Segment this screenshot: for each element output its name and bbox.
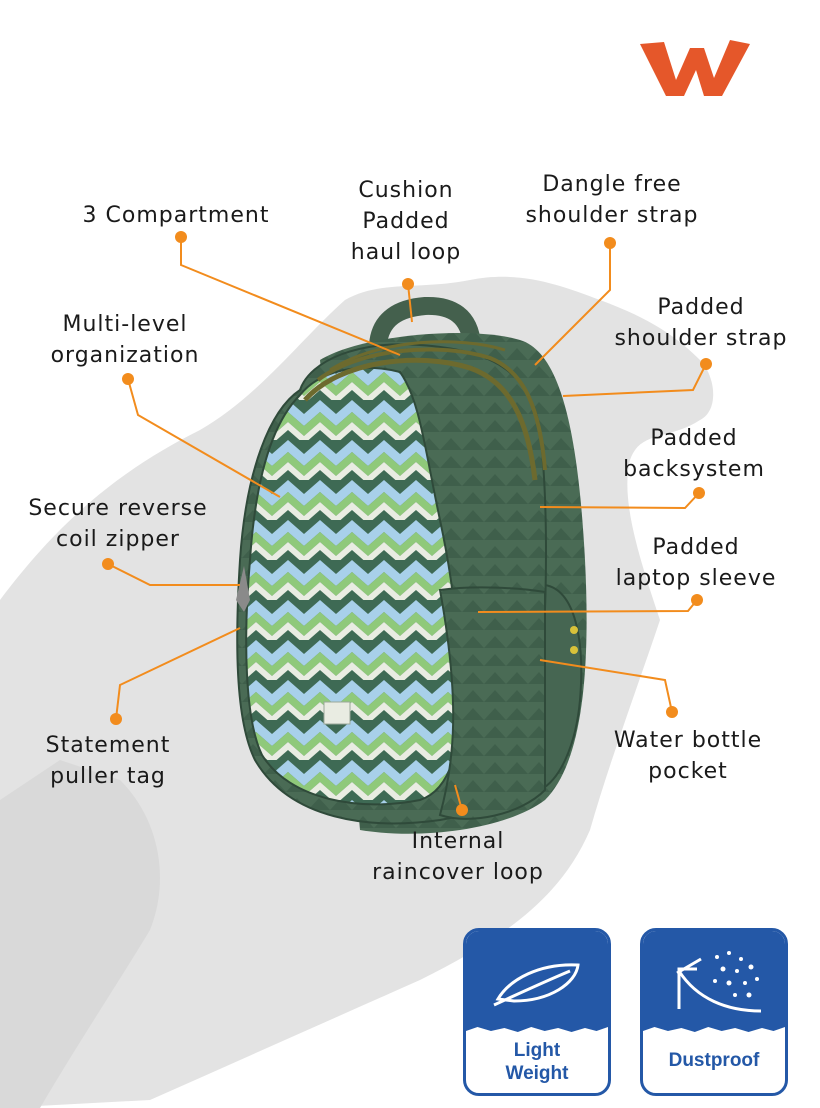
callout-padded-laptop-sleeve: Padded laptop sleeve [615, 535, 777, 591]
callout-dot [700, 358, 712, 370]
callout-padded-backsystem: Padded backsystem [623, 426, 765, 482]
badge-light-weight: Light Weight [463, 928, 611, 1096]
callout-dot [102, 558, 114, 570]
callout-dot [456, 804, 468, 816]
brand-logo [640, 40, 750, 96]
callout-raincover-loop: Internal raincover loop [372, 829, 544, 885]
badge-light-weight-label: Light Weight [505, 1040, 569, 1084]
badge-dustproof: Dustproof [640, 928, 788, 1096]
callout-dot [693, 487, 705, 499]
callout-padded-shoulder-strap: Padded shoulder strap [614, 295, 788, 351]
dust-icon [676, 951, 762, 1013]
callout-cushion-haul-loop: Cushion Padded haul loop [350, 178, 462, 265]
callout-dot [604, 237, 616, 249]
badge-dustproof-label: Dustproof [668, 1050, 760, 1071]
callout-three-compartment: 3 Compartment [82, 203, 270, 228]
feather-icon [493, 963, 580, 1007]
callout-dot [666, 706, 678, 718]
callout-dot [402, 278, 414, 290]
callout-dangle-free-strap: Dangle free shoulder strap [525, 172, 699, 228]
callout-dot [110, 713, 122, 725]
callout-dot [122, 373, 134, 385]
callout-secure-zipper: Secure reverse coil zipper [28, 496, 208, 552]
callout-multi-level-organization: Multi-level organization [50, 312, 200, 368]
callout-dot [175, 231, 187, 243]
callout-water-bottle-pocket: Water bottle pocket [613, 728, 763, 784]
callout-statement-puller-tag: Statement puller tag [45, 733, 171, 789]
callout-dot [691, 594, 703, 606]
